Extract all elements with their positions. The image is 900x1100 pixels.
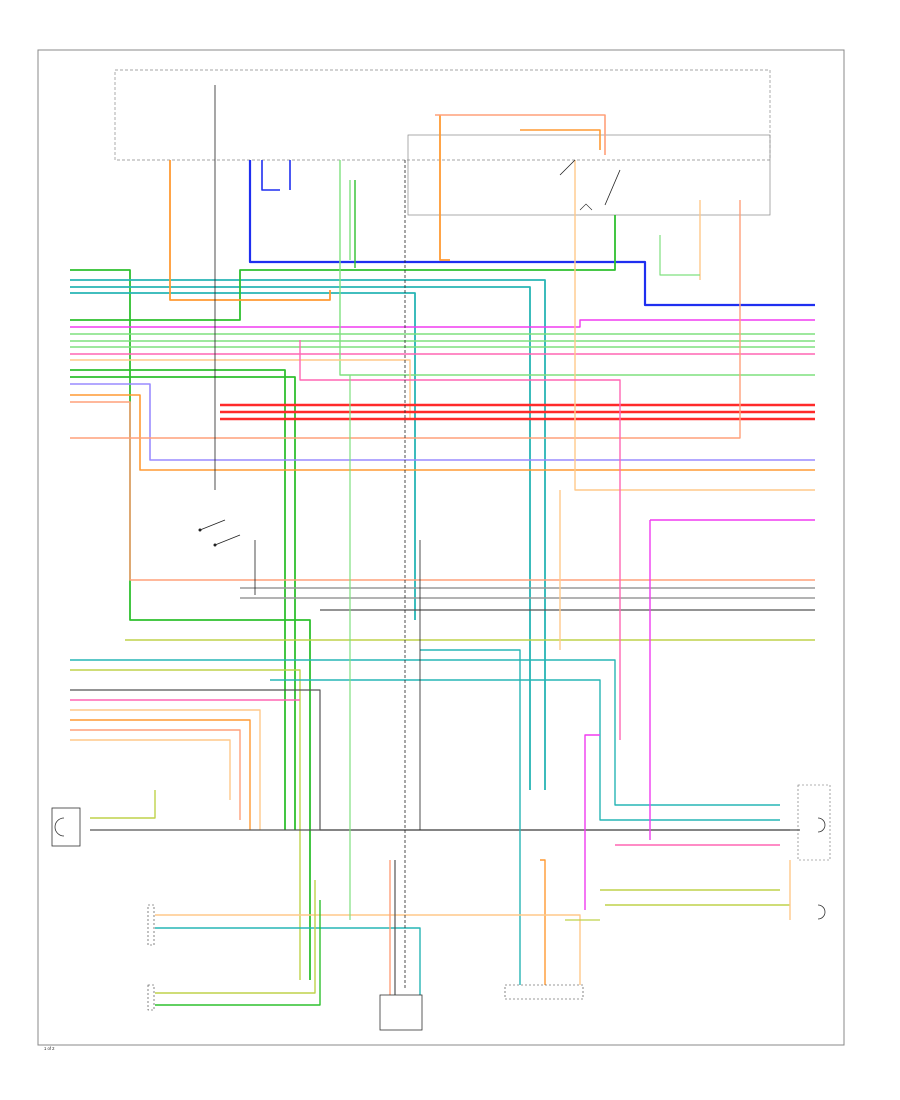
wire-36	[70, 729, 241, 820]
wire-38	[90, 790, 156, 819]
wire-30	[70, 669, 301, 980]
wire-51	[299, 340, 621, 740]
wire-46	[520, 129, 601, 150]
wire-18	[70, 394, 815, 471]
wire-16	[70, 376, 296, 830]
page-indicator: 1 of 2	[44, 1046, 55, 1051]
diagram-frame	[37, 49, 845, 1046]
wire-31	[270, 679, 780, 821]
top-module-box	[114, 69, 771, 161]
right-lower-sensor	[817, 904, 826, 920]
wire-23	[169, 160, 331, 301]
wire-44	[439, 115, 450, 261]
wire-45	[435, 114, 606, 155]
wire-53	[540, 859, 546, 985]
wire-5	[261, 160, 280, 191]
wire-0	[70, 269, 311, 980]
wire-15	[70, 369, 286, 830]
left-lower-connector	[147, 904, 155, 1011]
left-sensor-connector	[51, 807, 81, 847]
wire-2	[70, 286, 531, 790]
wire-68	[659, 235, 700, 276]
bottom-center-connector	[504, 984, 584, 1000]
wire-7	[70, 215, 616, 321]
fuse-box-symbol	[379, 994, 423, 1031]
wire-3	[70, 292, 416, 620]
wire-52	[420, 649, 521, 985]
wire-14	[70, 359, 411, 420]
wire-17	[70, 383, 815, 461]
wire-47	[574, 160, 815, 491]
wire-37	[70, 739, 231, 800]
wire-1	[70, 279, 546, 790]
relay-switch-symbol	[559, 159, 621, 211]
top-right-module-box	[407, 134, 771, 216]
wire-13	[339, 160, 815, 376]
wire-56	[155, 880, 316, 994]
right-sensor-connector	[797, 784, 831, 861]
ignition-switch-symbol	[198, 519, 241, 547]
wire-4	[248, 160, 815, 307]
wire-54	[155, 914, 581, 985]
wire-35	[70, 719, 251, 830]
wire-57	[155, 900, 321, 1006]
wire-19	[70, 401, 815, 581]
wire-8	[70, 319, 815, 328]
wire-28	[70, 659, 780, 806]
wire-32	[70, 689, 800, 831]
wire-24	[70, 200, 741, 439]
wire-55	[155, 927, 421, 995]
wire-43	[584, 734, 600, 910]
wire-34	[70, 709, 261, 830]
wire-group	[70, 85, 815, 1006]
